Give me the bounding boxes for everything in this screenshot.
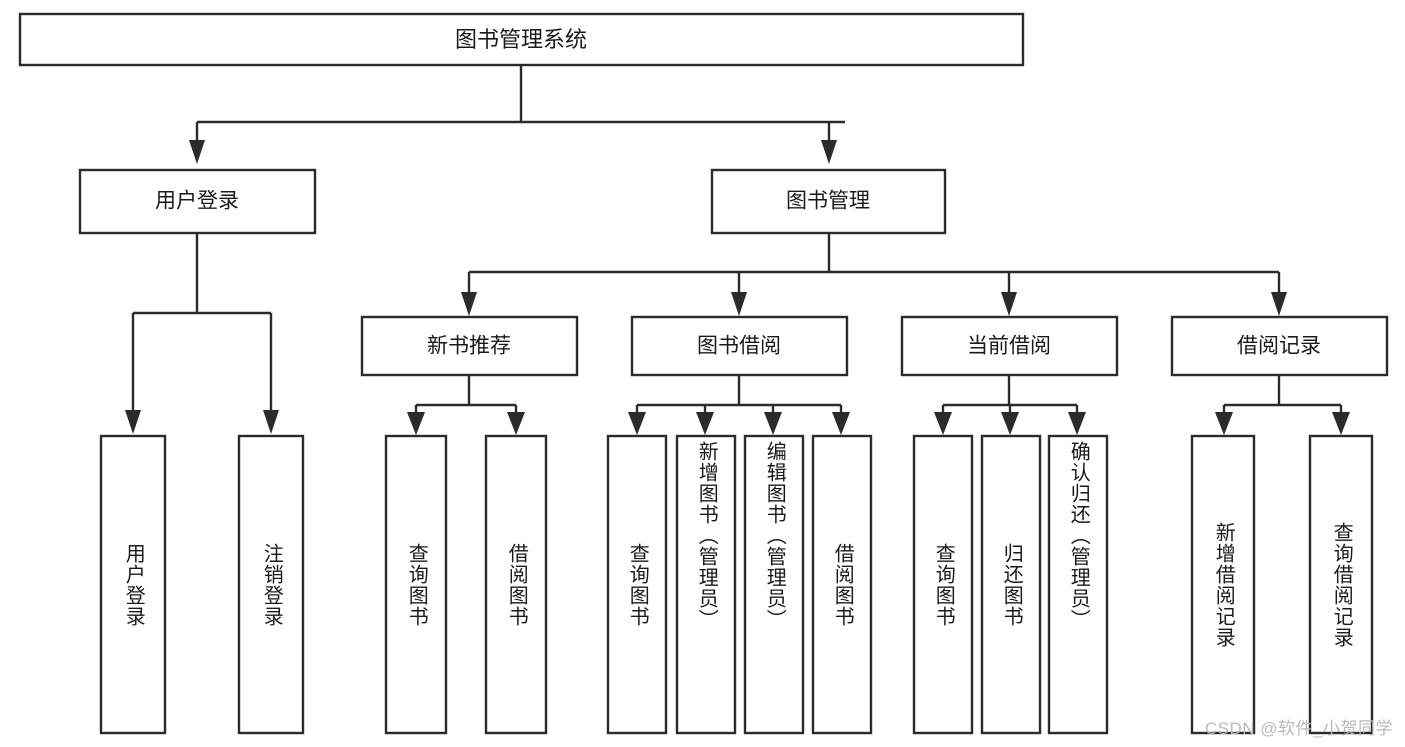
arrow-head-leaf-book-borrow-0	[628, 412, 646, 435]
leaf-box-book-borrow-2[interactable]	[743, 434, 805, 735]
connector-borrow-record-to-leaves	[1215, 375, 1350, 435]
arrow-head-leaf-book-borrow-3	[832, 412, 850, 435]
arrow-head-book-borrow	[731, 292, 747, 316]
node-root[interactable]: 图书管理系统	[18, 12, 1025, 67]
node-book-borrow[interactable]: 图书借阅	[630, 315, 849, 377]
node-borrow-record[interactable]: 借阅记录	[1170, 315, 1389, 377]
leaf-box-current-borrow-0[interactable]	[912, 434, 974, 735]
arrow-head-leaf-new-book-0	[407, 412, 425, 435]
connector-current-borrow-to-leaves	[934, 375, 1086, 435]
leaf-box-book-borrow-1[interactable]	[675, 434, 737, 735]
leaf-box-current-borrow-2[interactable]	[1047, 434, 1109, 735]
leaf-box-current-borrow-1[interactable]	[980, 434, 1042, 735]
node-root-label: 图书管理系统	[455, 27, 587, 52]
arrow-head-leaf-user-login-1	[263, 410, 279, 434]
connector-book-borrow-to-leaves	[628, 375, 850, 435]
node-current-borrow-label: 当前借阅	[967, 335, 1051, 358]
leaf-box-book-borrow-0[interactable]	[606, 434, 668, 735]
node-new-book-recommend[interactable]: 新书推荐	[360, 315, 579, 377]
leaf-box-book-borrow-3[interactable]	[811, 434, 873, 735]
leaf-box-new-book-0[interactable]	[384, 434, 448, 735]
arrow-head-leaf-borrow-record-1	[1332, 412, 1350, 435]
node-new-book-recommend-box[interactable]	[360, 315, 579, 377]
connector-new-book-to-leaves	[407, 375, 525, 435]
node-book-management-label: 图书管理	[786, 190, 870, 213]
node-borrow-record-box[interactable]	[1170, 315, 1389, 377]
connector-book-mgmt-to-level3	[461, 233, 1287, 316]
arrow-head-user-login	[189, 140, 205, 164]
leaf-box-user-login-1[interactable]	[237, 434, 305, 735]
arrow-head-leaf-current-borrow-2	[1068, 412, 1086, 435]
node-book-borrow-box[interactable]	[630, 315, 849, 377]
node-current-borrow-box[interactable]	[900, 315, 1119, 377]
arrow-head-current-borrow	[1001, 292, 1017, 316]
arrow-head-leaf-book-borrow-1	[696, 412, 714, 435]
leaf-box-user-login-0[interactable]	[99, 434, 167, 735]
leaf-box-borrow-record-1[interactable]	[1308, 434, 1374, 735]
node-book-borrow-label: 图书借阅	[697, 335, 781, 358]
arrow-head-leaf-book-borrow-2	[764, 412, 782, 435]
arrow-head-leaf-borrow-record-0	[1215, 412, 1233, 435]
connector-root-to-level2	[189, 65, 845, 164]
node-user-login[interactable]: 用户登录	[78, 168, 317, 235]
connector-user-login-to-leaves	[125, 233, 279, 434]
node-current-borrow[interactable]: 当前借阅	[900, 315, 1119, 377]
arrow-head-book-mgmt	[821, 140, 837, 164]
arrow-head-leaf-current-borrow-1	[1001, 412, 1019, 435]
node-book-management[interactable]: 图书管理	[710, 168, 947, 235]
leaf-box-new-book-1[interactable]	[484, 434, 548, 735]
node-new-book-recommend-label: 新书推荐	[427, 335, 511, 358]
node-book-management-box[interactable]	[710, 168, 947, 235]
node-borrow-record-label: 借阅记录	[1237, 335, 1321, 358]
arrow-head-leaf-user-login-0	[125, 410, 141, 434]
arrow-head-leaf-current-borrow-0	[934, 412, 952, 435]
node-user-login-box[interactable]	[78, 168, 317, 235]
node-root-box[interactable]	[18, 12, 1025, 67]
leaf-box-borrow-record-0[interactable]	[1190, 434, 1256, 735]
node-user-login-label: 用户登录	[155, 190, 239, 213]
arrow-head-leaf-new-book-1	[507, 412, 525, 435]
arrow-head-new-book	[461, 292, 477, 316]
arrow-head-borrow-record	[1271, 292, 1287, 316]
